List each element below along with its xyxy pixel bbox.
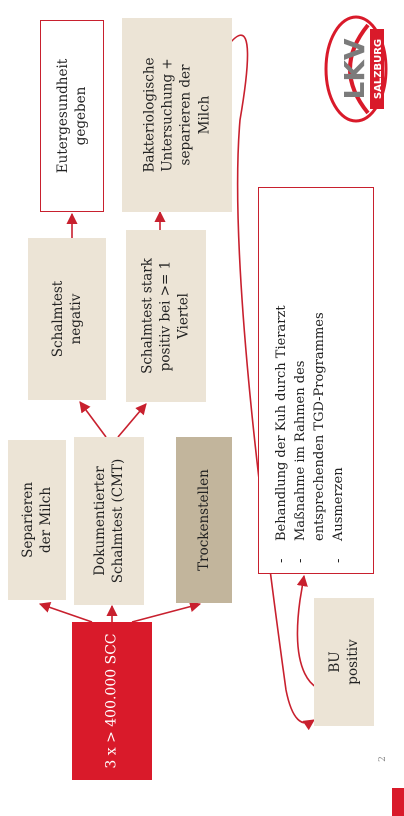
positiv-box: Schalmtest stark positiv bei >= 1 Vierte… [126, 230, 206, 402]
lkv-salzburg-logo: LKV SALZBURG [324, 15, 388, 123]
arrow-scc-to-separieren [38, 602, 93, 623]
list-item: - Maßnahme im Rahmen des entsprechenden … [292, 312, 327, 563]
separieren-box: Separieren der Milch [8, 440, 66, 600]
bottom-accent-strip [392, 788, 404, 816]
arrow-scc-to-trocken [131, 601, 202, 623]
arrow-cmt-to-negativ [79, 401, 107, 438]
page-number: 2 [377, 756, 388, 762]
positiv-label: Schalmtest stark positiv bei >= 1 Vierte… [139, 258, 193, 374]
trocken-box: Trockenstellen [176, 437, 232, 603]
list-item: - Ausmerzen [330, 467, 346, 563]
eutergesundheit-label: Eutergesundheit gegeben [54, 58, 89, 174]
bakterio-label: Bakteriologische Untersuchung + separier… [141, 57, 213, 173]
trocken-label: Trockenstellen [195, 469, 212, 571]
scc-label: 3 x > 400.000 SCC [103, 633, 120, 769]
negativ-label: Schalmtest negativ [49, 280, 84, 358]
bu-positiv-box: BU positiv [314, 598, 374, 726]
arrow-bakterio-to-bu [197, 34, 315, 731]
list-item: - Behandlung der Kuh durch Tierarzt [274, 305, 289, 563]
arrow-cmt-to-positiv [117, 403, 147, 438]
cmt-box: Dokumentierter Schalmtest (CMT) [74, 437, 144, 605]
measures-box: - Behandlung der Kuh durch Tierarzt - Ma… [258, 187, 374, 574]
measures-list: - Behandlung der Kuh durch Tierarzt - Ma… [259, 188, 375, 575]
eutergesundheit-box: Eutergesundheit gegeben [40, 20, 104, 212]
separieren-label: Separieren der Milch [19, 482, 54, 558]
logo-region: SALZBURG [373, 39, 384, 99]
bakterio-box: Bakteriologische Untersuchung + separier… [122, 18, 232, 212]
logo-letters: LKV [338, 38, 371, 100]
negativ-box: Schalmtest negativ [28, 238, 106, 400]
bu-positiv-label: BU positiv [326, 639, 361, 685]
cmt-label: Dokumentierter Schalmtest (CMT) [91, 458, 126, 584]
scc-box: 3 x > 400.000 SCC [72, 622, 152, 780]
